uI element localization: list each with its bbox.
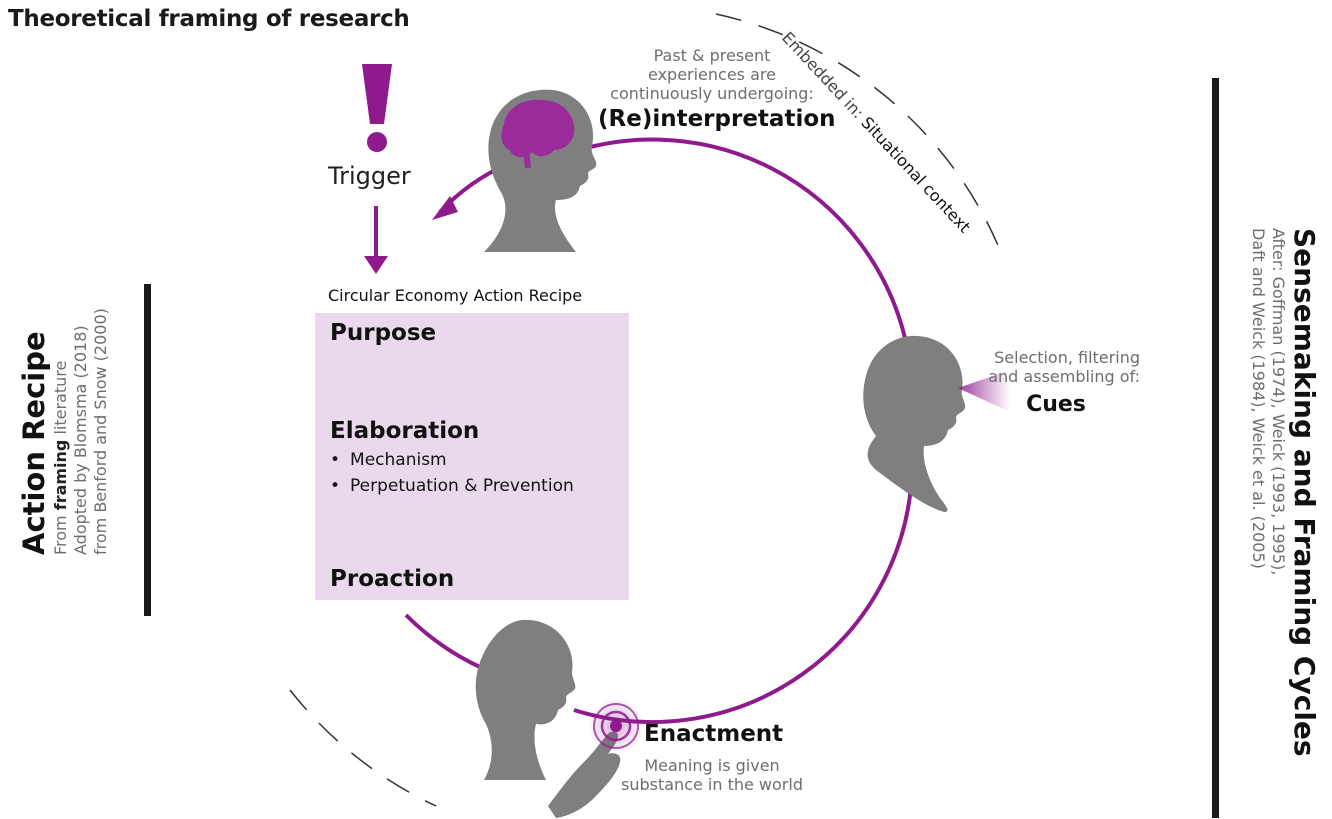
page-title: Theoretical framing of research: [8, 6, 410, 32]
context-arc-bottom: [289, 689, 437, 807]
step-proaction: Proaction: [330, 566, 455, 592]
bullet-item: Perpetuation & Prevention: [330, 476, 574, 496]
action-recipe-source-line: from Benford and Snow (2000): [91, 308, 110, 555]
source-text: From: [51, 510, 70, 555]
reinterpretation-caption: Past & present experiences are continuou…: [598, 46, 826, 103]
cues-caption: Selection, filtering and assembling of:: [980, 348, 1140, 386]
touch-ripple-icon: [593, 703, 639, 749]
caption-line: continuously undergoing:: [610, 84, 814, 103]
caption-line: Past & present: [653, 46, 771, 65]
recipe-heading: Circular Economy Action Recipe: [328, 286, 583, 305]
bullet-item: Mechanism: [330, 450, 574, 470]
sensemaking-source-line: Daft and Weick (1984), Weick et al. (200…: [1249, 228, 1268, 569]
sensemaking-source-line: After: Goffman (1974), Weick (1993, 1995…: [1269, 228, 1288, 576]
exclamation-icon: [360, 62, 394, 154]
cycle-arrowhead: [432, 196, 458, 220]
cycle-arc-right: [573, 469, 914, 725]
caption-line: substance in the world: [621, 775, 803, 794]
source-emphasis: framing: [51, 439, 70, 511]
caption-line: experiences are: [648, 65, 776, 84]
brain-icon: [501, 99, 575, 158]
action-recipe-source-line: Adopted by Blomsma (2018): [71, 325, 90, 555]
left-divider-bar: [144, 284, 151, 616]
step-purpose: Purpose: [330, 320, 437, 346]
observing-head-icon: [863, 335, 1010, 512]
context-arc-top: [715, 13, 1001, 251]
cycle-arc-top: [555, 137, 907, 339]
step-elaboration: Elaboration: [330, 418, 480, 444]
sensemaking-side-label: Sensemaking and Framing Cycles After: Go…: [1248, 228, 1321, 768]
caption-line: Selection, filtering: [994, 348, 1140, 367]
right-divider-bar: [1212, 78, 1219, 818]
action-recipe-title: Action Recipe: [17, 331, 51, 555]
source-text: literature: [51, 360, 70, 440]
reinterpretation-label: (Re)interpretation: [598, 106, 836, 132]
caption-line: Meaning is given: [644, 756, 780, 775]
action-recipe-side-label: Action Recipe From framing literature Ad…: [17, 295, 111, 555]
acting-head-icon: [475, 619, 644, 818]
elaboration-bullets: Mechanism Perpetuation & Prevention: [330, 450, 574, 502]
enactment-label: Enactment: [644, 721, 784, 747]
sensemaking-title: Sensemaking and Framing Cycles: [1288, 228, 1321, 757]
trigger-label: Trigger: [328, 162, 411, 190]
pointing-hand-icon: [548, 731, 621, 818]
action-recipe-source-line: From framing literature: [51, 295, 71, 555]
enactment-caption: Meaning is given substance in the world: [612, 756, 812, 794]
cues-label: Cues: [1026, 392, 1086, 417]
gaze-beam: [958, 370, 1010, 412]
caption-line: and assembling of:: [988, 367, 1140, 386]
thinking-head-icon: [484, 89, 597, 252]
